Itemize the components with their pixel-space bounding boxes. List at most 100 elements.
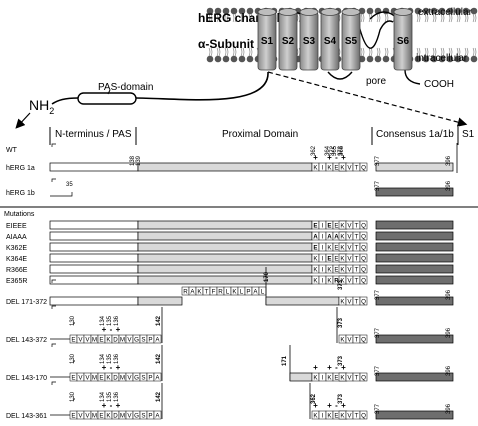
start-tick [51, 178, 56, 182]
residue-letter: T [355, 413, 359, 420]
charge-sign: - [335, 153, 338, 162]
residue-letter: A [313, 234, 318, 241]
helix-top [341, 8, 361, 16]
residue-letter: P [246, 289, 250, 296]
charge-sign: + [313, 153, 318, 162]
residue-number: 372 [330, 145, 336, 156]
residue-letter: K [327, 375, 332, 382]
lipid-tail [216, 47, 221, 57]
residue-number: 377 [375, 365, 381, 376]
residue-letter: K [340, 267, 345, 274]
proximal-bar [137, 162, 313, 172]
residue-letter: E [334, 413, 338, 420]
domain-header: N-terminus / PAS Proximal Domain Consens… [6, 127, 475, 154]
residue-box [359, 296, 368, 306]
helix-top [257, 8, 277, 16]
lipid-head [222, 7, 230, 15]
residue-letter: V [85, 413, 90, 420]
lipid-head [438, 55, 446, 63]
residue-letter: S [141, 375, 145, 382]
residue-letter: Q [361, 256, 366, 263]
construct-label: DEL 143-361 [6, 413, 47, 420]
residue-letter: I [322, 223, 324, 230]
residue-letter: P [148, 337, 152, 344]
residue-number: 373 [338, 393, 344, 404]
residue-letter: K [340, 299, 345, 306]
pas-pointer [107, 89, 111, 95]
consensus-bar [375, 242, 454, 252]
lipid-tail [448, 13, 453, 23]
start-tick [51, 381, 56, 385]
residue-box [359, 410, 368, 420]
pore-loop [357, 20, 394, 49]
helix-label: S1 [261, 36, 274, 47]
charge-sign: + [102, 363, 107, 372]
header-nterm: N-terminus / PAS [55, 129, 132, 140]
residue-number: 171 [282, 355, 288, 366]
residue-number: 377 [375, 155, 381, 166]
lipid-tail [440, 13, 445, 23]
lipid-head [206, 7, 214, 15]
residue-letter: D [113, 337, 118, 344]
lipid-tail [376, 13, 381, 23]
residue-letter: E [71, 337, 75, 344]
lipid-head [246, 55, 254, 63]
residue-number: 396 [446, 155, 452, 166]
residue-number: 366 [339, 145, 345, 156]
residue-number: 130 [70, 353, 76, 364]
row-herg1a: hERG 1a138139++-+362364365366372373KIKER… [6, 143, 458, 173]
residue-letter: V [347, 165, 352, 172]
header-consensus: Consensus 1a/1b [376, 129, 454, 140]
residue-letter: K [313, 165, 318, 172]
mutations-label: Mutations [4, 211, 35, 218]
residue-letter: R [218, 289, 223, 296]
lipid-tail [240, 47, 245, 57]
nterm-bar [49, 275, 139, 285]
start-tick [51, 279, 56, 283]
residue-letter: T [355, 267, 359, 274]
residue-letter: K [340, 234, 345, 241]
residue-letter: E [99, 375, 103, 382]
residue-box [359, 275, 368, 285]
pas-label: PAS-domain [98, 82, 153, 93]
lipid-tail [296, 47, 301, 57]
residue-number: 377 [375, 289, 381, 300]
residue-number: 396 [446, 289, 452, 300]
residue-letter: L [226, 289, 230, 296]
residue-letter: K [340, 337, 345, 344]
lipid-tail [208, 47, 213, 57]
consensus-bar [375, 253, 454, 263]
residue-letter: V [85, 337, 90, 344]
lipid-head [454, 55, 462, 63]
residue-number: 373 [338, 279, 344, 290]
residue-letter: Q [361, 299, 366, 306]
residue-letter: Q [361, 337, 366, 344]
residue-letter: E [334, 256, 338, 263]
residue-number: 136 [114, 391, 120, 402]
residue-letter: I [322, 256, 324, 263]
lipid-head [374, 55, 382, 63]
residue-letter: A [327, 234, 332, 241]
residue-letter: M [120, 413, 125, 420]
residue-number: 396 [446, 327, 452, 338]
consensus-bar [375, 372, 454, 382]
proximal-bar [137, 253, 313, 263]
residue-letter: Q [361, 278, 366, 285]
residue-number: 135 [107, 391, 113, 402]
row-mutant: EIEEEEIEEEKVTQ [6, 220, 454, 230]
lipid-tail [432, 13, 437, 23]
residue-box [359, 162, 368, 172]
residue-letter: V [347, 413, 352, 420]
cooh-label: COOH [424, 79, 454, 90]
row-mutant: R366EKIKEEKVTQ [6, 264, 454, 274]
residue-letter: Q [361, 413, 366, 420]
residue-number: 142 [156, 315, 162, 326]
residue-letter: V [127, 375, 132, 382]
charge-sign: + [116, 325, 121, 334]
residue-letter: M [92, 375, 97, 382]
lipid-head [366, 55, 374, 63]
charge-sign: - [73, 356, 76, 365]
